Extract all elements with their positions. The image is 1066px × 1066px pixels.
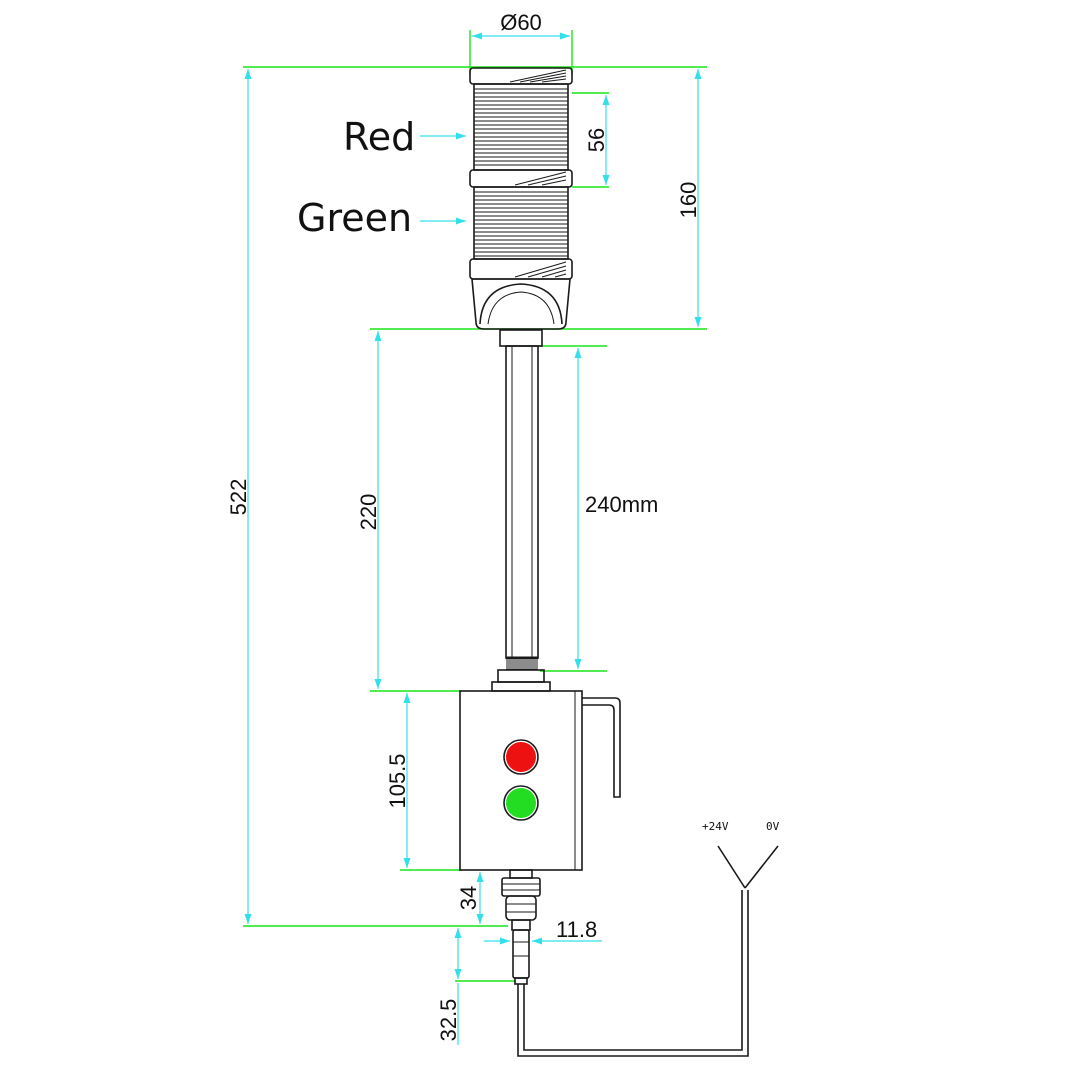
pole-nut (497, 669, 545, 683)
head-height-label: 160 (676, 182, 701, 219)
red-indicator-lamp (506, 742, 536, 772)
zero-voltage-label: 0V (766, 820, 780, 833)
plug-diameter-label: 11.8 (556, 917, 597, 942)
diameter-label: Ø60 (500, 10, 542, 35)
dimension-lines (244, 32, 702, 1045)
segment-height-label: 56 (584, 128, 609, 152)
pole-washer (491, 681, 551, 692)
red-indicator-ring (503, 739, 539, 775)
power-cable (517, 845, 779, 1057)
green-indicator-lamp (506, 788, 536, 818)
green-label: Green (297, 196, 412, 240)
mounting-bracket (582, 697, 621, 798)
red-segment (473, 83, 569, 171)
green-segment (473, 186, 569, 260)
mounting-pole (491, 329, 551, 692)
green-indicator-ring (503, 785, 539, 821)
tower-base (471, 278, 571, 330)
pole-length-label: 220 (356, 494, 381, 531)
callout-labels: Red Green (297, 115, 415, 240)
signal-tower-head (469, 67, 573, 330)
gland-height-label: 34 (456, 886, 481, 910)
positive-wire (717, 845, 746, 889)
red-label: Red (343, 115, 415, 159)
pole-overall-label: 240mm (585, 492, 658, 517)
control-box (459, 690, 621, 871)
positive-voltage-label: +24V (702, 820, 729, 833)
cable-gland (501, 869, 541, 931)
total-height-label: 522 (226, 479, 251, 516)
plug-length-label: 32.5 (436, 999, 461, 1042)
dimension-labels: Ø60 56 160 522 220 240mm 105.5 34 11.8 3… (226, 10, 701, 1041)
box-height-label: 105.5 (385, 753, 410, 808)
connector-plug (512, 929, 530, 985)
base-arch (479, 283, 563, 325)
negative-wire (744, 845, 779, 889)
wiring-labels: +24V 0V (702, 820, 780, 833)
